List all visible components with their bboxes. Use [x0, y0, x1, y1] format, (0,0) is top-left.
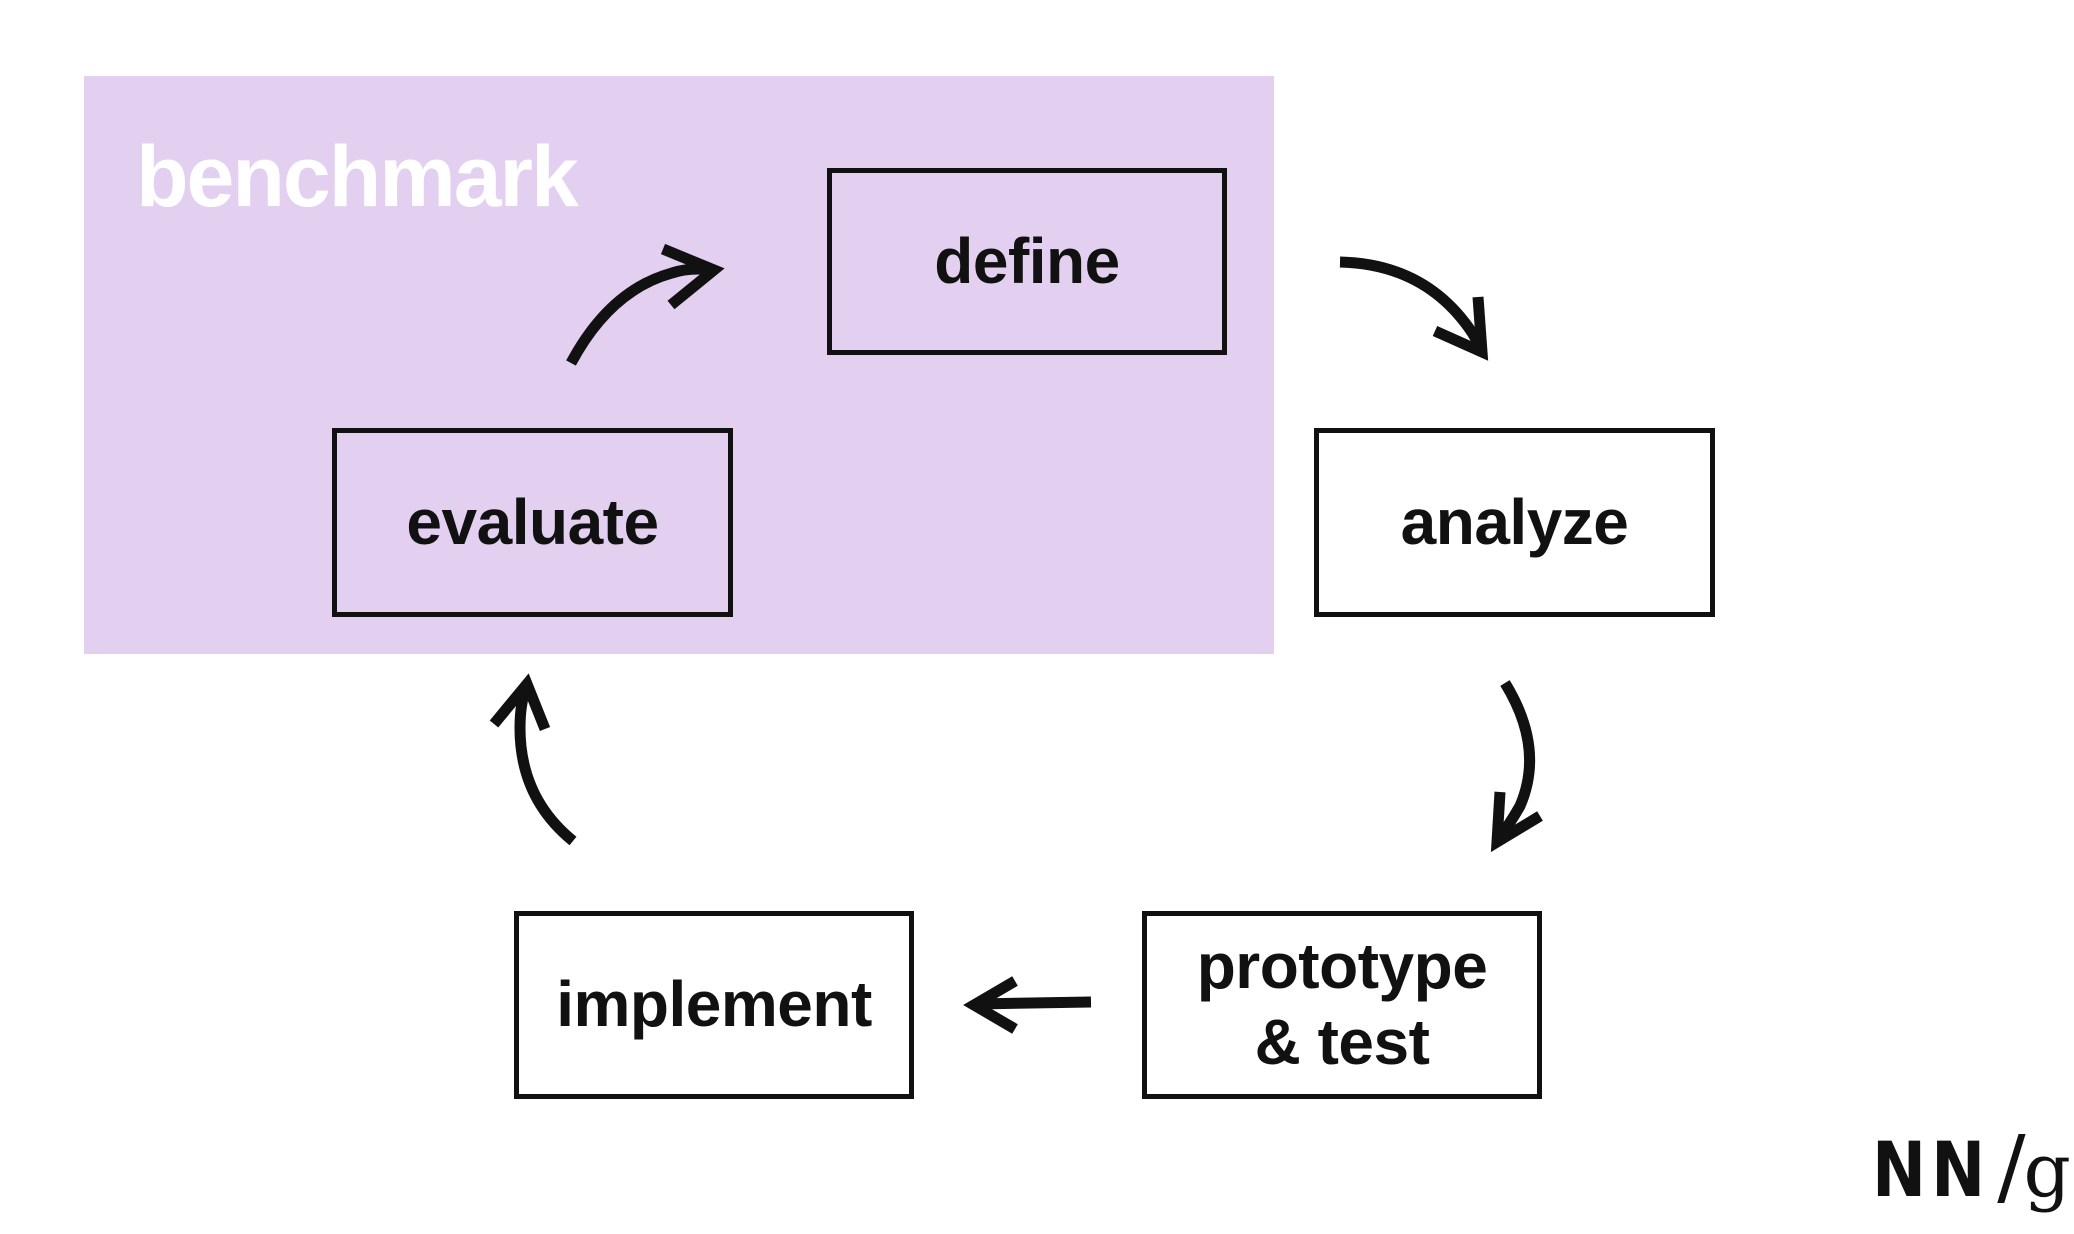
- arrow-analyze-to-prototype: [1490, 680, 1543, 853]
- step-evaluate: evaluate: [332, 428, 733, 617]
- benchmark-label: benchmark: [136, 129, 579, 225]
- step-define: define: [827, 168, 1227, 355]
- step-define-label: define: [934, 224, 1120, 297]
- step-analyze: analyze: [1314, 428, 1715, 617]
- arrow-define-to-analyze: [1339, 256, 1489, 361]
- logo-g: g: [2023, 1128, 2071, 1214]
- logo-slash: /: [1997, 1117, 2026, 1215]
- arrow-implement-to-evaluate: [489, 673, 577, 846]
- step-prototype-label-line1: prototype: [1196, 930, 1488, 1003]
- step-prototype-test: prototype & test: [1142, 911, 1542, 1099]
- step-implement-label: implement: [556, 968, 872, 1041]
- step-implement: implement: [514, 911, 914, 1099]
- arrow-prototype-to-implement: [963, 976, 1092, 1034]
- logo-nn: NN: [1872, 1125, 1991, 1214]
- step-analyze-label: analyze: [1400, 485, 1629, 558]
- arrow-evaluate-to-define: [566, 243, 725, 366]
- step-prototype-label-line2: & test: [1254, 1006, 1430, 1078]
- nng-logo: NN / g: [1872, 1118, 2071, 1208]
- step-evaluate-label: evaluate: [406, 485, 659, 558]
